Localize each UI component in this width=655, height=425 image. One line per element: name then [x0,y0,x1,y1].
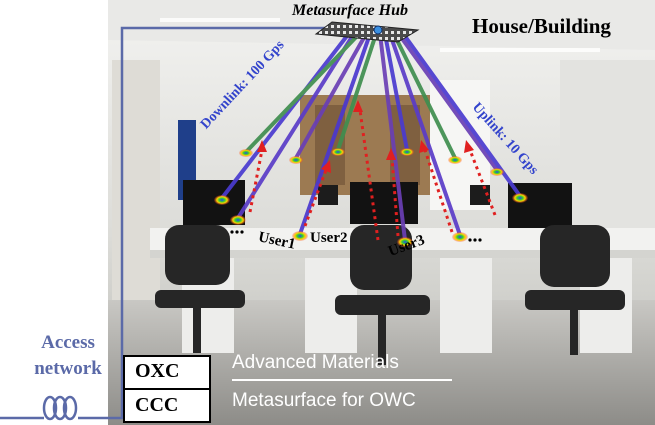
node-boxes [123,355,211,423]
ccc-label: CCC [135,394,179,416]
user-dots [230,230,482,242]
building-label: House/Building [472,14,611,38]
oxc-label: OXC [135,360,180,382]
metasurface-hub-icon [314,21,420,43]
hub-label: Metasurface Hub [292,2,408,19]
fiber-coil-icon [42,395,78,421]
metasurface-owc-caption: Metasurface for OWC [232,390,416,411]
uplink-arrows [248,109,497,241]
advanced-materials-caption: Advanced Materials [232,352,399,373]
access-network-label: Access network [34,332,102,379]
fiber-link [0,26,372,420]
user2-label: User2 [310,230,348,246]
beam-spots [214,148,528,247]
uplink-arrowheads [257,100,474,173]
office-photo [108,0,655,425]
